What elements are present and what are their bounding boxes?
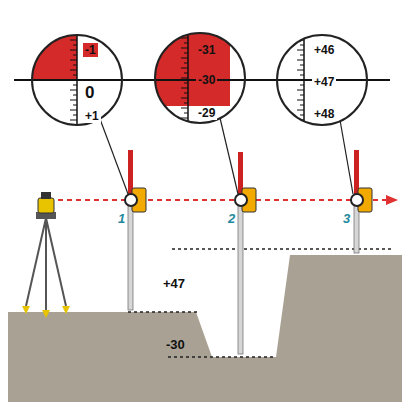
- callout-number: 3: [343, 212, 350, 225]
- scale-reading: -30: [196, 73, 217, 87]
- laser-level-tripod: [22, 192, 70, 318]
- red-zone: [140, 20, 230, 106]
- arrowhead: [386, 195, 398, 205]
- leader-line: [220, 118, 238, 194]
- height-difference: +47: [163, 277, 185, 290]
- laser-detector: [125, 188, 146, 212]
- magnifier-circle: -1 0 +1: [31, 34, 123, 126]
- scale-reading: +47: [312, 75, 336, 89]
- ground: [8, 255, 402, 402]
- scale-reading: 0: [83, 83, 96, 102]
- scale-reading: +1: [83, 109, 101, 123]
- laser-beam: [58, 199, 388, 201]
- scale-reading: -31: [196, 43, 217, 57]
- red-zone: [20, 20, 77, 80]
- callout-number: 1: [118, 212, 125, 225]
- scale-ticks: [70, 33, 304, 125]
- leader-line: [100, 119, 128, 194]
- staff: [238, 152, 243, 354]
- leader-line: [340, 120, 353, 194]
- height-difference: -30: [166, 338, 185, 351]
- scale-reading: +46: [312, 43, 336, 57]
- callout-number: 2: [228, 212, 235, 225]
- staff: [128, 150, 133, 310]
- level-line: [168, 356, 276, 358]
- scale-reading: -1: [83, 43, 98, 57]
- laser-detector: [235, 188, 256, 212]
- magnifier-circle: -31 -30 -29: [154, 32, 246, 124]
- scale-reading: -29: [196, 106, 217, 120]
- magnifier-circle: +46 +47 +48: [276, 34, 368, 126]
- scale-reading: +48: [312, 107, 336, 121]
- laser-detector: [351, 188, 372, 212]
- level-line: [128, 311, 200, 313]
